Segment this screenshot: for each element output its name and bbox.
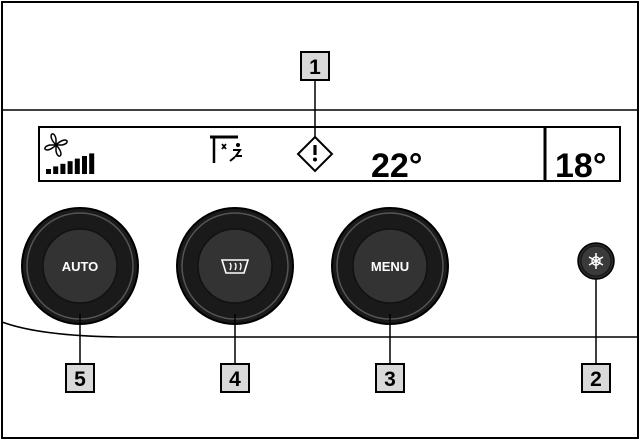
- warning-diamond-icon: [296, 135, 334, 173]
- auto-button-label: AUTO: [62, 259, 99, 274]
- callout-4: 4: [220, 363, 250, 393]
- air-distribution-icon: [210, 135, 242, 163]
- svg-text:3: 3: [384, 368, 396, 391]
- svg-text:1: 1: [309, 56, 321, 79]
- fan-level-bar: [74, 158, 80, 174]
- fan-level-bar: [89, 153, 95, 174]
- callout-2: 2: [581, 363, 611, 393]
- svg-text:2: 2: [590, 368, 602, 391]
- menu-button-label: MENU: [371, 259, 409, 274]
- zone-temperature: 22°: [371, 147, 422, 185]
- fan-speed-indicator: [46, 153, 95, 174]
- leader-lines: [79, 80, 597, 364]
- svg-text:5: 5: [74, 368, 86, 391]
- fan-icon: [44, 133, 68, 157]
- outside-temperature: 18°: [555, 147, 606, 185]
- defrost-knob[interactable]: [176, 207, 294, 325]
- lcd-display: 22° 18°: [38, 126, 621, 185]
- callout-1: 1: [300, 51, 330, 81]
- snowflake-icon: [588, 253, 604, 269]
- windshield-defrost-icon: [220, 259, 250, 274]
- auto-knob[interactable]: AUTO: [21, 207, 139, 325]
- fan-level-bar: [53, 166, 59, 174]
- panel-bezel-curve: [1, 321, 638, 338]
- callout-5: 5: [65, 363, 95, 393]
- fan-level-bar: [82, 156, 87, 174]
- fan-level-bar: [67, 161, 73, 174]
- menu-knob[interactable]: MENU: [331, 207, 449, 325]
- svg-text:4: 4: [229, 368, 241, 391]
- fan-level-bar: [60, 163, 66, 174]
- ac-button[interactable]: [577, 242, 615, 280]
- callout-3: 3: [375, 363, 405, 393]
- fan-level-bar: [46, 169, 51, 174]
